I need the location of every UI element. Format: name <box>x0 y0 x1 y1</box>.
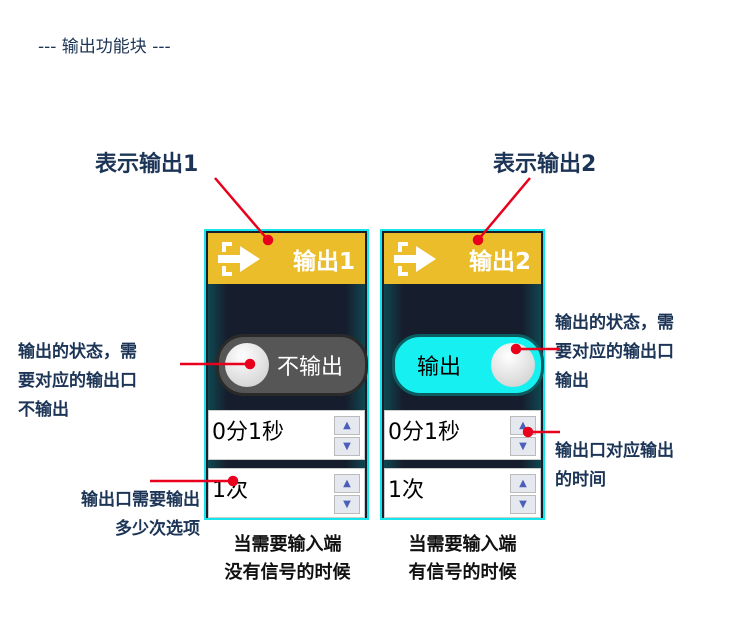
output1-title: 输出1 <box>292 248 355 275</box>
output-arrow-icon <box>394 242 436 276</box>
time-value: 0分1秒 <box>212 420 284 445</box>
caption-output2: 当需要输入端有信号的时候 <box>408 534 517 583</box>
section-title: --- 输出功能块 --- <box>38 37 171 57</box>
spin-down-button[interactable]: ▼ <box>510 437 536 456</box>
output2-time-spinner[interactable]: 0分1秒 ▲▼ <box>384 410 541 460</box>
output-arrow-icon <box>218 242 260 276</box>
toggle-label: 输出 <box>417 355 462 380</box>
output1-time-spinner[interactable]: 0分1秒 ▲ ▼ <box>208 410 365 460</box>
count-value: 1次 <box>388 478 424 503</box>
output2-title: 输出2 <box>468 248 531 275</box>
note-right-state: 输出的状态，需要对应的输出口输出 <box>555 313 674 391</box>
output1-count-spinner[interactable]: 1次 ▲▼ <box>208 468 365 518</box>
output2-toggle[interactable]: 输出 <box>392 334 544 396</box>
spin-down-button[interactable]: ▼ <box>334 495 360 514</box>
label-output1: 表示输出1 <box>95 152 199 177</box>
label-output2: 表示输出2 <box>493 152 597 177</box>
note-left-state: 输出的状态，需要对应的输出口不输出 <box>18 342 137 420</box>
time-value: 0分1秒 <box>388 420 460 445</box>
spin-up-button[interactable]: ▲ <box>334 416 360 435</box>
spin-up-button[interactable]: ▲ <box>334 474 360 493</box>
output1-panel: 输出1 不输出 0分1秒 ▲▼ 1次 ▲▼ <box>204 229 369 520</box>
note-right-time: 输出口对应输出的时间 <box>555 441 674 490</box>
spin-down-button[interactable]: ▼ <box>510 495 536 514</box>
output2-count-spinner[interactable]: 1次 ▲ ▼ <box>384 468 541 518</box>
spin-down-button[interactable]: ▼ <box>334 437 360 456</box>
caption-output1: 当需要输入端没有信号的时候 <box>224 534 351 583</box>
output2-panel: 输出2 输出 0分1秒 ▲▼ 1次 ▲ ▼ <box>380 229 545 520</box>
note-left-count: 输出口需要输出多少次选项 <box>81 490 200 539</box>
output2-header: 输出2 <box>384 233 541 284</box>
toggle-label: 不输出 <box>277 355 344 380</box>
spin-up-button[interactable]: ▲ <box>510 474 536 493</box>
output1-header: 输出1 <box>208 233 365 284</box>
